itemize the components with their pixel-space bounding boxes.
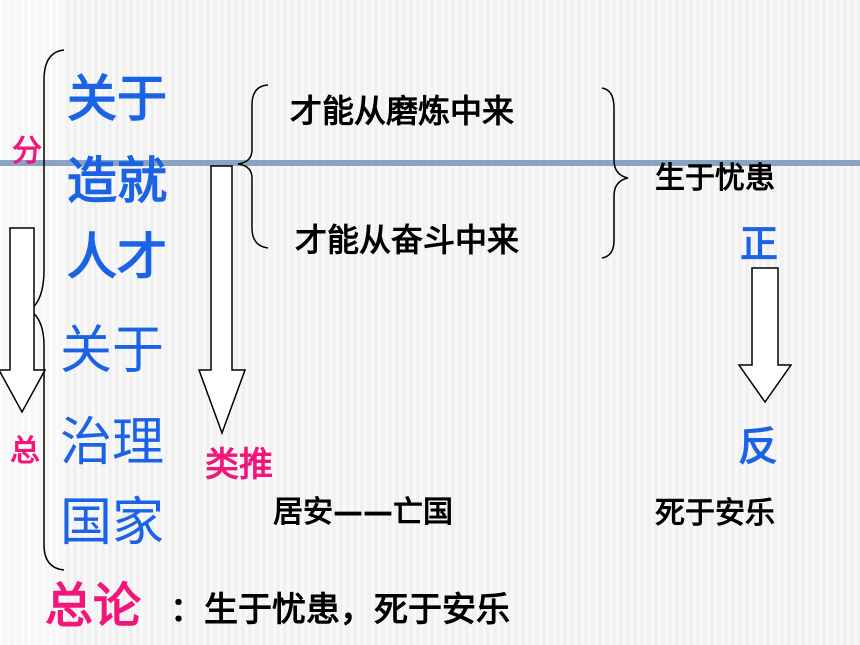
horizontal-rule [0,160,860,166]
conclusion-text: ：生于忧患，死于安乐 [170,590,510,630]
group1-line1: 关于 [67,70,167,128]
middle-left-brace [237,84,269,249]
label-zheng: 正 [740,222,779,266]
group1-line3: 人才 [67,228,167,286]
middle-line1: 才能从磨炼中来 [290,92,515,130]
label-fen: 分 [12,134,42,169]
middle-right-brace [601,87,629,259]
left-brace-bottom [29,309,65,571]
group2-line2: 治理 [60,413,165,473]
left-brace-top [29,49,65,311]
label-zong: 总 [10,434,40,469]
middle-line2: 才能从奋斗中来 [295,221,520,259]
label-fan: 反 [738,424,778,470]
arrow-down-middle [197,165,247,436]
arrow-down-right [737,267,793,404]
right-top: 生于忧患 [655,161,775,196]
arrow-down-left [0,227,47,414]
label-leitui: 类推 [205,445,273,485]
group1-line2: 造就 [67,152,167,210]
conclusion-label: 总论 [45,578,142,634]
right-bottom: 死于安乐 [655,496,775,531]
group2-line1: 关于 [60,321,165,381]
group2-line3: 国家 [60,493,165,553]
juan-wangguo: 居安——亡国 [273,495,453,530]
